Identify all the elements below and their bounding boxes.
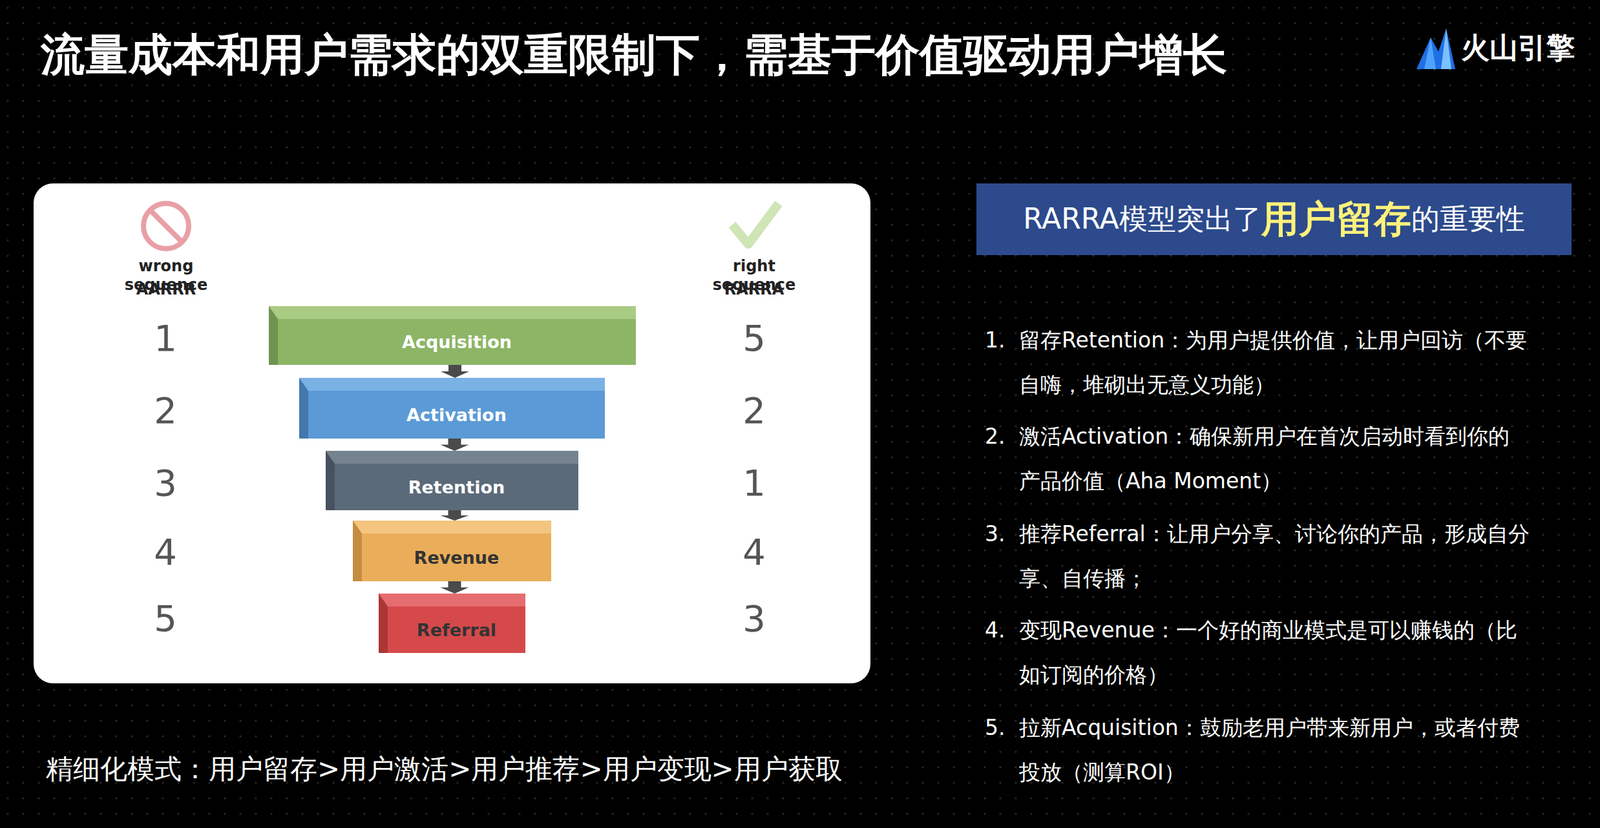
sequence-label: AARRR [101,280,231,300]
box-label: Referral [416,620,497,641]
funnel-box: Revenue [352,520,552,582]
list-number: 1. [984,317,1018,363]
list-item: 推荐Referral：让用户分享、讨论你的产品，形成自分享、自传播； [1019,511,1530,601]
box-label: Acquisition [401,332,512,353]
step-number: 2 [728,389,780,433]
check-icon [732,203,779,245]
step-number: 1 [139,316,192,360]
prohibit-icon [143,203,189,249]
box-label: Revenue [414,547,500,569]
arrow-shaft [448,365,462,373]
arrow-head [440,371,470,379]
flow-arrow [440,581,470,594]
step-number: 3 [139,461,192,505]
flow-arrow [440,365,470,379]
arrow-shaft [448,510,462,517]
funnel-box: Acquisition [268,306,636,366]
step-number: 4 [139,530,192,574]
logo-icon [1416,28,1456,70]
funnel-box: Referral [378,593,526,654]
list-item: 拉新Acquisition：鼓励老用户带来新用户，或者付费投放（测算ROI） [1019,705,1530,795]
list-number: 5. [984,705,1018,751]
box-label: Retention [408,477,505,498]
step-number: 3 [728,597,780,641]
step-number: 1 [728,461,780,505]
list-item: 激活Activation：确保新用户在首次启动时看到你的产品价值（Aha Mom… [1019,414,1530,504]
list-number: 4. [984,608,1018,653]
box-label: Activation [406,405,507,426]
logo-text: 火山引擎 [1461,31,1591,66]
list-number: 3. [984,511,1018,557]
arrow-head [440,515,470,521]
arrow-shaft [448,581,462,589]
title: 流量成本和用户需求的双重限制下，需基于价值驱动用户增长 [40,25,1228,85]
step-number: 5 [728,316,780,360]
highlight-text: 用户留存 [1261,194,1412,245]
note: 精细化模式：用户留存>用户激活>用户推荐>用户变现>用户获取 [45,753,951,786]
banner-box: RARRA模型突出了用户留存的重要性 [976,183,1572,256]
banner-text: 的重要性 [1411,200,1526,239]
step-number: 2 [139,389,192,433]
arrow-head [440,588,470,595]
list-item: 变现Revenue：一个好的商业模式是可以赚钱的（比如订阅的价格） [1019,608,1530,698]
diagram-panel [33,183,871,684]
step-number: 5 [139,597,192,641]
arrow-head [440,445,470,452]
banner-text: RARRA模型突出了 [1022,200,1261,239]
list-item: 留存Retention：为用户提供价值，让用户回访（不要自嗨，堆砌出无意义功能） [1019,317,1530,408]
sequence-label: RARRA [689,280,819,300]
arrow-shaft [448,438,462,446]
flow-arrow [440,438,470,452]
list-number: 2. [984,414,1018,459]
step-number: 4 [728,530,780,574]
flow-arrow [440,510,470,521]
funnel-box: Retention [325,451,579,511]
funnel-box: Activation [299,378,605,439]
